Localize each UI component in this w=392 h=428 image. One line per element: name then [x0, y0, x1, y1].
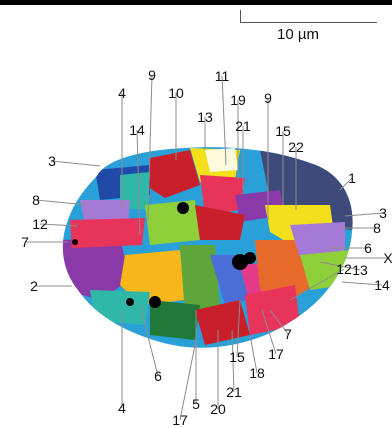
- region-label: 6: [154, 368, 162, 384]
- leader-line: [221, 75, 227, 166]
- black-spots: [72, 202, 256, 308]
- region-5: [180, 245, 220, 315]
- leader-line: [35, 199, 89, 206]
- region-label: 15: [229, 349, 245, 365]
- region-label: 20: [210, 401, 226, 417]
- region-label: 9: [148, 67, 156, 83]
- leader-line: [319, 261, 361, 271]
- region-label: 13: [197, 109, 213, 125]
- leader-line: [289, 268, 345, 301]
- region-19: [200, 175, 245, 215]
- region-label: 15: [275, 123, 291, 139]
- leader-line: [344, 212, 384, 217]
- leader-line: [231, 329, 235, 393]
- top-rule: [0, 0, 392, 5]
- region-label: 3: [379, 205, 387, 221]
- region-label: 10: [168, 85, 184, 101]
- region-7: [90, 290, 150, 325]
- region-14: [145, 200, 200, 245]
- black-spot: [177, 202, 189, 214]
- region-red-center: [195, 205, 245, 240]
- region-12-bottom: [245, 285, 300, 335]
- region-label: 21: [235, 118, 251, 134]
- region-label: 7: [284, 326, 292, 342]
- region-12: [70, 218, 145, 248]
- black-spot: [126, 298, 134, 306]
- region-label: 8: [373, 220, 381, 236]
- region-label: 14: [129, 122, 145, 138]
- region-label: 19: [230, 92, 246, 108]
- scale-bar-label: 10 µm: [277, 26, 319, 43]
- leader-line: [261, 309, 277, 355]
- region-label: 8: [32, 192, 40, 208]
- region-label: 1: [348, 170, 356, 186]
- region-2: [62, 238, 130, 300]
- region-label: 12: [336, 261, 352, 277]
- region-label: 3: [48, 153, 56, 169]
- leader-line: [51, 160, 101, 167]
- leader-lines: [25, 74, 388, 421]
- region-label: 21: [226, 384, 242, 400]
- region-label: 13: [352, 262, 368, 278]
- leader-line: [39, 223, 79, 227]
- region-11: [205, 148, 238, 172]
- region-21: [195, 300, 250, 345]
- leader-line: [139, 304, 159, 377]
- regions-group: [62, 147, 353, 348]
- region-orange: [120, 250, 185, 305]
- region-label: X: [383, 250, 392, 266]
- leader-line: [147, 74, 153, 221]
- leader-line: [339, 177, 353, 191]
- region-label: 22: [288, 139, 304, 155]
- black-spot: [149, 296, 161, 308]
- black-spot: [72, 239, 78, 245]
- leader-line: [269, 309, 289, 335]
- leader-line: [249, 334, 258, 374]
- region-label: 17: [268, 346, 284, 362]
- region-label: 17: [172, 412, 188, 428]
- region-10: [145, 150, 200, 198]
- region-label: 11: [214, 68, 230, 84]
- region-15: [150, 300, 200, 340]
- leader-line: [136, 129, 141, 236]
- region-label: 5: [192, 396, 200, 412]
- region-label: 6: [364, 240, 372, 256]
- leader-line: [179, 339, 197, 421]
- black-spot: [244, 252, 256, 264]
- region-label: 2: [30, 278, 38, 294]
- scale-bar: [240, 10, 377, 23]
- leader-line: [341, 281, 383, 286]
- region-label: 9: [264, 90, 272, 106]
- region-6: [290, 222, 345, 258]
- region-label: 4: [118, 400, 126, 416]
- region-label: 18: [249, 365, 265, 381]
- region-label: 4: [118, 85, 126, 101]
- leader-line: [236, 299, 241, 358]
- region-label: 7: [21, 234, 29, 250]
- region-label: 14: [374, 277, 390, 293]
- region-label: 12: [32, 216, 48, 232]
